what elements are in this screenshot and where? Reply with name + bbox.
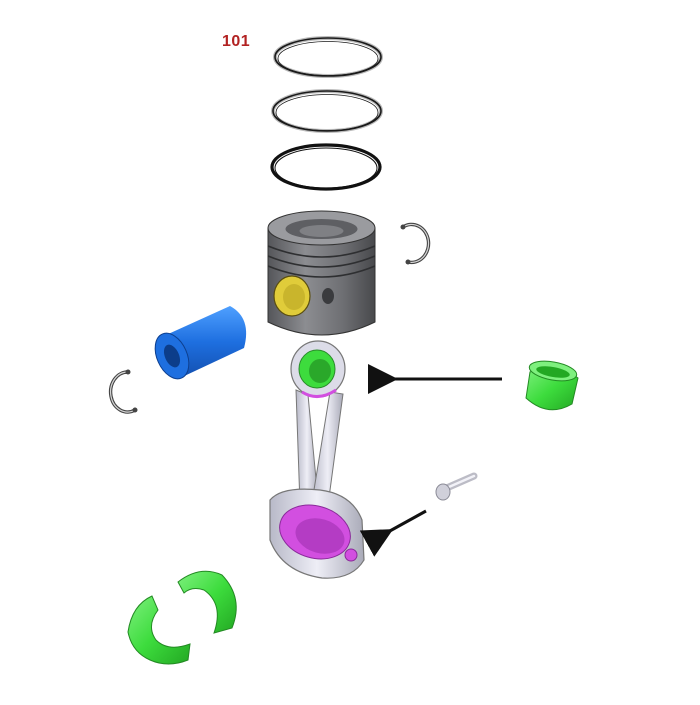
piston-ring-top: [273, 36, 383, 78]
piston: [267, 210, 376, 336]
rod-bolt: [435, 472, 478, 501]
snap-ring-right: [400, 222, 431, 265]
callout-number: 101: [222, 33, 251, 50]
piston-ring-middle: [271, 89, 383, 133]
arrow-to-big-end: [359, 509, 427, 557]
bearing-shells: [127, 570, 237, 665]
connecting-rod: [269, 340, 365, 579]
piston-pin: [154, 306, 247, 380]
small-end-bushing: [525, 360, 579, 411]
piston-ring-oil: [270, 143, 382, 191]
snap-ring-left: [108, 369, 138, 414]
